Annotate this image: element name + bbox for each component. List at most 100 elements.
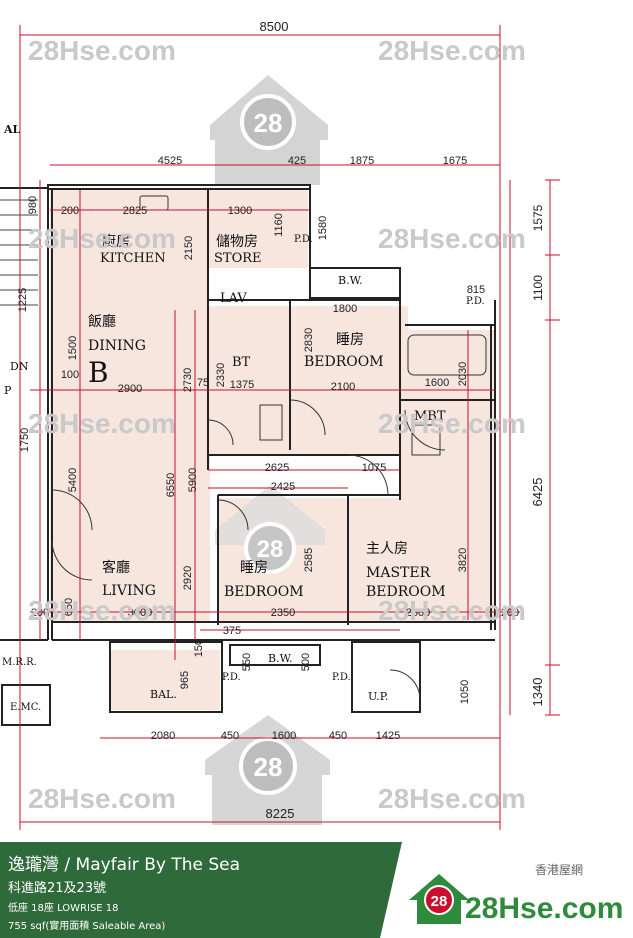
watermark-1: 28Hse.com [28,35,176,66]
watermark-6: 28Hse.com [378,408,526,439]
dim-965: 965 [179,671,191,689]
dim-1225: 1225 [17,288,29,312]
dim-1575: 1575 [531,204,545,231]
bt-label: BT [232,355,251,370]
dim-2150: 2150 [183,236,195,260]
dim-2730: 2730 [182,368,194,392]
kitchen-en: KITCHEN [100,251,166,266]
dim-1875: 1875 [350,155,374,167]
pd-2: P.D. [466,296,485,307]
dim-1750: 1750 [19,428,31,452]
watermark-8: 28Hse.com [378,595,526,626]
watermark-badge-mid-label: 28 [257,536,284,563]
room-labels: 廚房 KITCHEN 儲物房 STORE LAV 飯廳 DINING B BT … [2,123,485,713]
dim-1160: 1160 [273,213,285,237]
dimension-lines [19,25,560,830]
dim-bottom-total: 8225 [266,806,295,821]
bal-label: BAL. [150,688,177,701]
brand-cn: 香港屋網 [535,863,583,877]
watermark-badge-bottom-label: 28 [254,752,283,782]
footer: 逸瓏灣 / Mayfair By The Sea 科進路21及23號 低座 18… [0,842,633,938]
kitchen-cn: 廚房 [102,233,130,250]
lav-label: LAV [220,291,247,306]
dim-450b: 450 [329,730,347,742]
dim-375: 375 [223,625,241,637]
watermark-10: 28Hse.com [378,783,526,814]
dim-1100: 1100 [531,275,545,301]
dim-5400: 5400 [67,468,79,492]
dim-2585: 2585 [303,548,315,572]
watermark-badge-top [240,94,296,150]
dim-1580: 1580 [317,216,329,240]
dim-2830: 2830 [303,328,315,352]
dim-200b: 200 [31,607,49,619]
store-cn: 儲物房 [216,234,258,250]
dim-2350: 2350 [271,607,295,619]
dim-650: 650 [63,598,75,616]
dining-cn: 飯廳 [88,313,116,330]
dim-1500: 1500 [67,336,79,360]
pd-4: P.D. [332,672,351,683]
stairs [0,199,38,306]
dining-en: DINING [88,338,146,354]
up-label: U.P. [368,690,388,703]
brand-badge: 28 [431,893,448,910]
dim-2920: 2920 [182,566,194,590]
bw-top: B.W. [338,274,362,287]
dim-2100: 2100 [331,381,355,393]
dim-2030: 2030 [457,362,469,386]
dim-3000: 3000 [128,607,152,619]
brand-logo-text: 28Hse.com [465,892,623,925]
dim-1375: 1375 [230,379,254,391]
dim-815: 815 [467,284,485,296]
footer-band [0,842,402,938]
bedroom2-cn: 睡房 [240,560,268,576]
brand-logo: 香港屋網 28 28Hse.com [409,863,623,925]
dim-550: 550 [241,653,253,671]
dim-1050: 1050 [459,680,471,704]
dim-500: 500 [300,653,312,671]
dim-1300: 1300 [228,205,252,217]
living-cn: 客廳 [102,559,130,576]
watermark-7: 28Hse.com [28,595,176,626]
dim-1425: 1425 [376,730,400,742]
watermark-5: 28Hse.com [28,408,176,439]
dim-4525: 4525 [158,155,182,167]
pd-1: P.D. [294,234,313,245]
watermark-badge-bottom [239,737,297,795]
dim-450a: 450 [221,730,239,742]
bw-bottom: B.W. [268,652,292,665]
dim-3820: 3820 [457,548,469,572]
footer-block: 低座 18座 LOWRISE 18 [8,903,119,914]
master-en1: MASTER [366,565,431,581]
dim-2825: 2825 [123,205,147,217]
dim-6425: 6425 [530,478,545,507]
watermark-9: 28Hse.com [28,783,176,814]
dim-75: 75 [197,377,209,389]
dim-980: 980 [27,196,39,214]
watermark-2: 28Hse.com [378,35,526,66]
walls [0,184,496,726]
living-en: LIVING [102,583,156,599]
al-label: AL [3,123,21,136]
dim-425: 425 [288,155,306,167]
dim-150: 150 [193,639,205,657]
dim-2625: 2625 [265,462,289,474]
dim-2330: 2330 [215,363,227,387]
dim-1600b: 1600 [272,730,296,742]
dim-1075: 1075 [362,462,386,474]
dim-1675: 1675 [443,155,467,167]
footer-area: 755 sqf(實用面積 Saleable Area) [8,921,166,932]
dim-1600: 1600 [425,377,449,389]
pd-3: P.D. [222,672,241,683]
watermark-3: 28Hse.com [28,223,176,254]
watermark-texts: 28Hse.com 28Hse.com 28Hse.com 28Hse.com … [28,35,526,814]
master-cn: 主人房 [366,541,408,557]
dim-top-total: 8500 [260,19,289,34]
emc-label: E.MC. [10,702,41,713]
dim-1800: 1800 [333,303,357,315]
bedroom1-cn: 睡房 [336,332,364,348]
master-en2: BEDROOM [366,584,446,600]
dim-2080: 2080 [151,730,175,742]
dim-200a: 200 [61,205,79,217]
